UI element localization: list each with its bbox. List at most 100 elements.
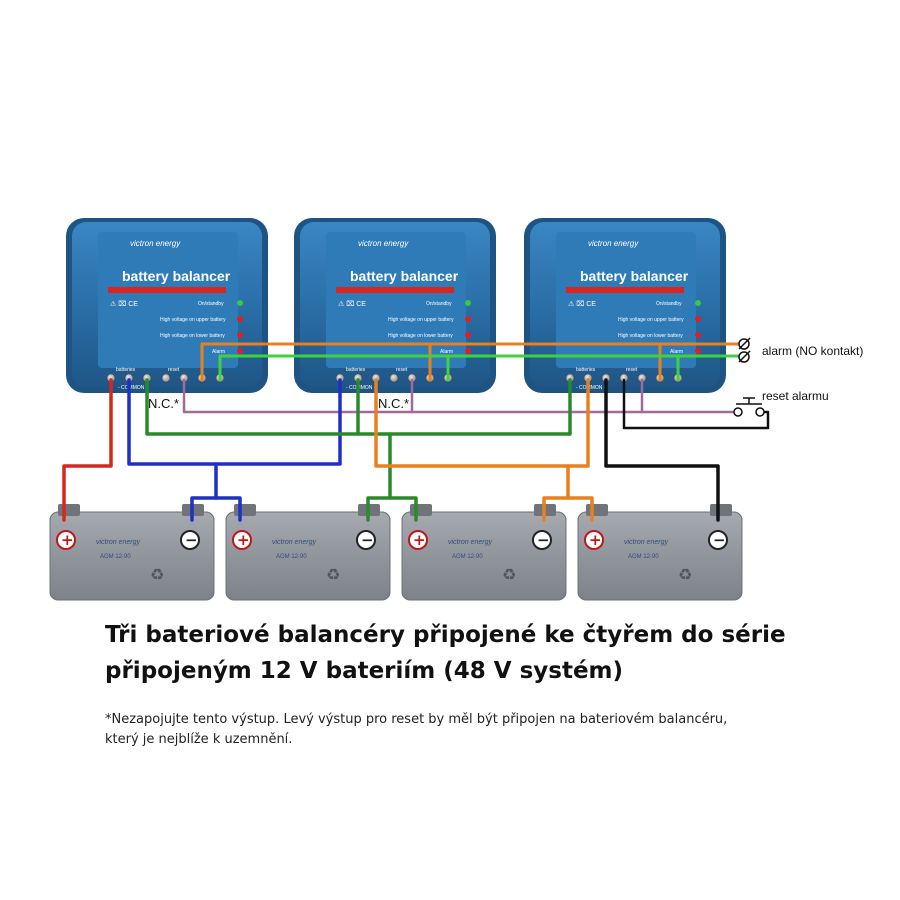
balancer-1-batteries-label: batteries [116, 367, 136, 373]
wire-black [604, 378, 720, 522]
battery-1-model: AGM 12-90 [100, 554, 131, 560]
balancer-1-led-red-1 [237, 316, 243, 322]
battery-4: + − victron energy AGM 12-90 ♻ [577, 504, 743, 601]
balancer-2-led-red-2 [465, 332, 471, 338]
balancer-3-indicator-3: High voltage on lower battery [618, 333, 683, 339]
balancer-1-led-red-3 [237, 348, 243, 354]
battery-2-plus-terminal [232, 530, 252, 550]
balancer-1-common-label: - COMMON + [118, 385, 149, 391]
battery-4-model: AGM 12-90 [628, 554, 659, 560]
wire-orange-2 [566, 378, 590, 468]
balancer-1-indicator-3: High voltage on lower battery [160, 333, 225, 339]
battery-2-minus-sign: − [361, 531, 374, 549]
reset-button-icon [733, 397, 765, 417]
wire-reset-purple [182, 378, 742, 414]
battery-3-plus-sign: + [413, 531, 426, 549]
battery-3-minus-sign: − [537, 531, 550, 549]
balancer-2: victron energy battery balancer ⚠ ⌧ CE O… [294, 218, 496, 393]
balancer-3-led-red-1 [695, 316, 701, 322]
caption-note: *Nezapojujte tento výstup. Levý výstup p… [105, 712, 728, 747]
battery-1-brand: victron energy [96, 539, 140, 546]
balancer-1: victron energy battery balancer ⚠ ⌧ CE O… [66, 218, 268, 393]
battery-3: + − victron energy AGM 12-90 ♻ [401, 504, 567, 601]
balancer-2-title: battery balancer [350, 268, 459, 284]
wire-red [62, 378, 113, 522]
balancer-2-ce-mark: ⚠ ⌧ CE [338, 300, 366, 308]
balancer-2-led-green [465, 300, 471, 306]
battery-3-minus-terminal [532, 530, 552, 550]
balancer-2-indicator-1: On/standby [426, 301, 452, 307]
balancer-3: victron energy battery balancer ⚠ ⌧ CE O… [524, 218, 726, 393]
wire-blue-1 [127, 378, 218, 500]
balancer-1-led-green [237, 300, 243, 306]
balancer-3-title: battery balancer [580, 268, 689, 284]
battery-1: + − victron energy AGM 12-90 ♻ [49, 504, 215, 601]
battery-1-recycle-icon: ♻ [150, 565, 164, 584]
reset-label: reset alarmu [762, 389, 829, 403]
balancer-3-indicator-1: On/standby [656, 301, 682, 307]
battery-1-minus-terminal [180, 530, 200, 550]
balancer-2-led-red-1 [465, 316, 471, 322]
battery-3-brand: victron energy [448, 539, 492, 546]
battery-4-minus-sign: − [713, 531, 726, 549]
wire-alarm-green [218, 354, 742, 382]
battery-2-model: AGM 12-90 [276, 554, 307, 560]
balancer-3-reset-label: reset [626, 367, 638, 373]
balancer-3-led-red-3 [695, 348, 701, 354]
nc-label-1: N.C.* [148, 396, 179, 411]
balancer-2-batteries-label: batteries [346, 367, 366, 373]
balancer-1-title: battery balancer [122, 268, 231, 284]
balancer-2-indicator-4: Alarm [440, 349, 453, 355]
nc-label-2: N.C.* [378, 396, 409, 411]
wire-blue-2 [214, 378, 342, 466]
balancer-3-led-green [695, 300, 701, 306]
balancer-2-indicator-2: High voltage on upper battery [388, 317, 454, 323]
balancer-2-led-red-3 [465, 348, 471, 354]
caption-title: Tři bateriové balancéry připojené ke čty… [105, 622, 786, 684]
balancer-1-indicator-1: On/standby [198, 301, 224, 307]
battery-3-recycle-icon: ♻ [502, 565, 516, 584]
battery-4-brand: victron energy [624, 539, 668, 546]
balancer-1-led-red-2 [237, 332, 243, 338]
battery-1-plus-terminal [56, 530, 76, 550]
balancer-1-indicator-4: Alarm [212, 349, 225, 355]
balancer-3-batteries-label: batteries [576, 367, 596, 373]
balancer-2-brand: victron energy [358, 239, 409, 248]
wire-blue-3 [190, 496, 242, 522]
wire-alarm-orange [200, 342, 742, 382]
battery-2-minus-terminal [356, 530, 376, 550]
battery-4-minus-terminal [708, 530, 728, 550]
balancer-3-led-red-2 [695, 332, 701, 338]
wire-green-4 [366, 496, 418, 522]
balancer-1-brand: victron energy [130, 239, 181, 248]
battery-4-plus-sign: + [589, 531, 602, 549]
balancer-2-reset-label: reset [396, 367, 408, 373]
battery-1-minus-sign: − [185, 531, 198, 549]
wire-orange-3 [542, 496, 594, 522]
balancer-1-reset-label: reset [168, 367, 180, 373]
battery-2-brand: victron energy [272, 539, 316, 546]
battery-4-recycle-icon: ♻ [678, 565, 692, 584]
battery-2-recycle-icon: ♻ [326, 565, 340, 584]
battery-2: + − victron energy AGM 12-90 ♻ [225, 504, 391, 601]
balancer-2-indicator-3: High voltage on lower battery [388, 333, 453, 339]
battery-1-plus-sign: + [61, 531, 74, 549]
battery-2-plus-sign: + [237, 531, 250, 549]
balancer-3-brand: victron energy [588, 239, 639, 248]
balancer-3-indicator-4: Alarm [670, 349, 683, 355]
balancer-3-common-label: - COMMON + [576, 385, 607, 391]
balancer-1-indicator-2: High voltage on upper battery [160, 317, 226, 323]
balancer-3-ce-mark: ⚠ ⌧ CE [568, 300, 596, 308]
battery-3-model: AGM 12-90 [452, 554, 483, 560]
wire-reset-black [622, 378, 770, 430]
balancer-2-common-label: - COMMON + [346, 385, 377, 391]
wire-orange-1 [374, 378, 570, 500]
balancer-3-indicator-2: High voltage on upper battery [618, 317, 684, 323]
battery-4-plus-terminal [584, 530, 604, 550]
battery-3-plus-terminal [408, 530, 428, 550]
alarm-terminal-icons [738, 337, 751, 363]
balancer-1-ce-mark: ⚠ ⌧ CE [110, 300, 138, 308]
balancer-1-terminals [106, 373, 225, 383]
alarm-label: alarm (NO kontakt) [762, 344, 863, 358]
